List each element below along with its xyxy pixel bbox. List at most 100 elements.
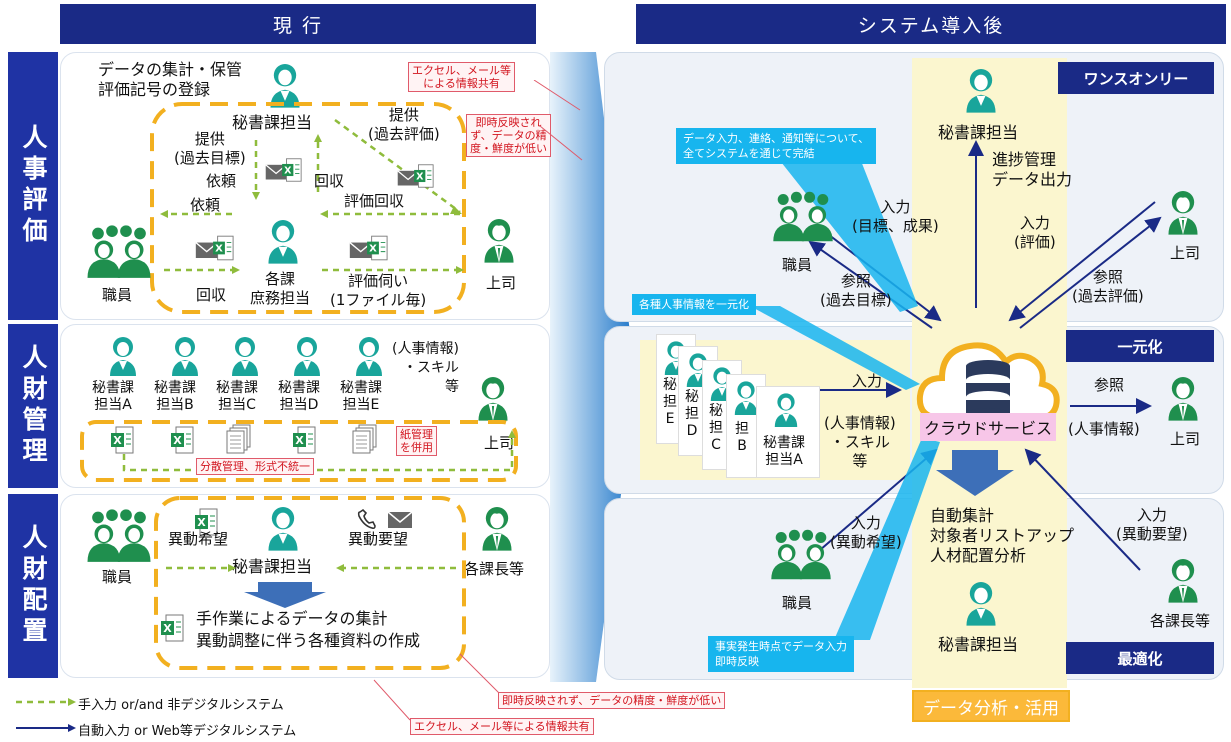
talent-info-label: (人事情報) ・スキル 等	[392, 341, 459, 395]
callout-system: データ入力、連絡、通知等について、 全てシステムを通じて完結	[676, 128, 877, 164]
after-secretary2-label: 秘書課担当	[938, 635, 1019, 654]
note-excel-mail: エクセル、メール等 による情報共有	[408, 62, 515, 92]
flow-arrows	[750, 138, 1162, 640]
talent-boss-icon	[474, 370, 512, 422]
boss-label: 上司	[486, 274, 517, 292]
data-analysis-badge: データ分析・活用	[912, 690, 1070, 722]
tag-once-only: ワンスオンリー	[1058, 62, 1214, 94]
phone-mail-icon	[357, 508, 413, 530]
collect-label-1: 回収	[314, 172, 345, 190]
placement-staff-label: 職員	[102, 568, 133, 586]
row-label-placement: 人財配置	[8, 494, 58, 678]
heads-icon	[478, 500, 516, 552]
talent-person-b-icon	[168, 332, 202, 376]
input-eval-label: 入力 (評価)	[1014, 214, 1056, 251]
tag-unify: 一元化	[1066, 330, 1214, 362]
legend-auto: 自動入力 or Web等デジタルシステム	[78, 724, 297, 739]
provide-past-eval: 提供(過去評価)	[368, 106, 440, 143]
auto-analysis-label: 自動集計 対象者リストアップ 人材配置分析	[930, 506, 1075, 565]
after-boss-label: 上司	[1170, 244, 1201, 262]
row-label-hr-eval: 人事評価	[8, 52, 58, 320]
row-label-talent: 人財管理	[8, 324, 58, 488]
eval-ask-label: 評価伺い(1ファイル毎)	[330, 272, 427, 309]
talent-person-c-label: 秘書課 担当C	[216, 380, 258, 413]
stack-card-a: 秘書課 担当A	[756, 386, 820, 478]
talent-person-b-label: 秘書課 担当B	[154, 380, 196, 413]
after-secretary2-icon	[962, 576, 1000, 626]
cloud-icon	[916, 342, 1060, 422]
after-staff-label: 職員	[782, 256, 813, 274]
mail-excel-icon	[264, 156, 302, 184]
talent-dashed-box	[80, 420, 518, 482]
note-delay: 即時反映され ず、データの精 度・鮮度が低い	[466, 114, 551, 157]
staff-label: 職員	[102, 286, 133, 304]
scattered-note: 分散管理、形式不統一	[196, 458, 314, 475]
talent-person-c-icon	[228, 332, 262, 376]
section-admin-icon	[264, 214, 302, 264]
boss-icon	[480, 212, 518, 264]
talent-person-d-icon	[290, 332, 324, 376]
after-secretary-icon	[962, 62, 1000, 114]
mail-excel-icon-3	[194, 234, 234, 262]
talent-excel-icon-1	[110, 426, 134, 454]
eval-collect-label: 評価回収	[344, 192, 405, 210]
after-boss-icon	[1164, 184, 1202, 236]
ref-eval-label: 参照 (過去評価)	[1072, 268, 1144, 305]
talent-person-e-label: 秘書課 担当E	[340, 380, 382, 413]
after-staff-icon	[770, 190, 836, 242]
section-admin-label: 各課庶務担当	[250, 270, 311, 307]
header-current: 現 行	[60, 4, 536, 44]
after-staff2-label: 職員	[782, 594, 813, 612]
placement-dashed-box	[154, 496, 466, 670]
mail-excel-icon-4	[348, 234, 388, 262]
paper-note: 紙管理 を併用	[396, 426, 437, 456]
progress-label: 進捗管理 データ出力	[992, 150, 1073, 189]
staff-group-icon	[84, 224, 154, 278]
ref-goals-label: 参照 (過去目標)	[820, 272, 892, 309]
provide-past-goals: 提供(過去目標)	[174, 130, 246, 167]
talent-excel-icon-3	[292, 426, 316, 454]
talent-paper-icon-1	[226, 424, 252, 454]
input-hr-label: 入力	[852, 372, 883, 390]
talent-person-d-label: 秘書課 担当D	[278, 380, 320, 413]
after-boss2-icon	[1164, 370, 1202, 422]
collect-label-2: 回収	[196, 286, 227, 304]
talent-person-a-icon	[106, 332, 140, 376]
talent-boss-label: 上司	[484, 434, 515, 452]
request-label-2: 依頼	[190, 196, 221, 214]
cloud-service-label: クラウドサービス	[920, 413, 1057, 441]
after-heads-label: 各課長等	[1150, 612, 1211, 630]
legend-manual: 手入力 or/and 非デジタルシステム	[78, 698, 284, 713]
callout-unify: 各種人事情報を一元化	[632, 294, 756, 315]
input-req-label: 入力 (異動要望)	[1116, 506, 1188, 543]
request-label-1: 依頼	[206, 172, 237, 190]
talent-excel-icon-2	[170, 426, 194, 454]
ref-label: 参照	[1094, 376, 1125, 394]
sharing-note: エクセル、メール等による情報共有	[410, 718, 594, 735]
aggregate-text: データの集計・保管評価記号の登録	[98, 60, 243, 99]
callout-realtime: 事実発生時点でデータ入力 即時反映	[708, 636, 854, 672]
wish-label: 異動希望	[168, 530, 229, 548]
talent-person-a-label: 秘書課 担当A	[92, 380, 134, 413]
talent-person-e-icon	[352, 332, 386, 376]
secretary-label: 秘書課担当	[232, 113, 313, 132]
tag-optimize: 最適化	[1066, 642, 1214, 674]
after-staff2-icon	[768, 528, 834, 580]
input-goals-label: 入力 (目標、成果)	[852, 198, 939, 235]
manual-excel-icon	[160, 614, 184, 642]
heads-label: 各課長等	[464, 560, 525, 578]
hr-info-label: (人事情報)	[1068, 420, 1140, 438]
eval-flow-box	[150, 102, 466, 314]
legend-lines	[16, 698, 76, 732]
input-wish-label: 入力 (異動希望)	[830, 514, 902, 551]
note-lines	[533, 80, 583, 161]
placement-staff-icon	[84, 508, 154, 562]
hr-skill-label: (人事情報) ・スキル 等	[824, 414, 896, 470]
after-heads-icon	[1164, 552, 1202, 604]
header-after: システム導入後	[636, 4, 1226, 44]
mail-excel-icon-2	[396, 162, 434, 190]
delay-note: 即時反映されず、データの精度・鮮度が低い	[498, 692, 726, 709]
after-secretary-label: 秘書課担当	[938, 123, 1019, 142]
after-boss2-label: 上司	[1170, 430, 1201, 448]
bottom-note-lines	[373, 653, 505, 721]
